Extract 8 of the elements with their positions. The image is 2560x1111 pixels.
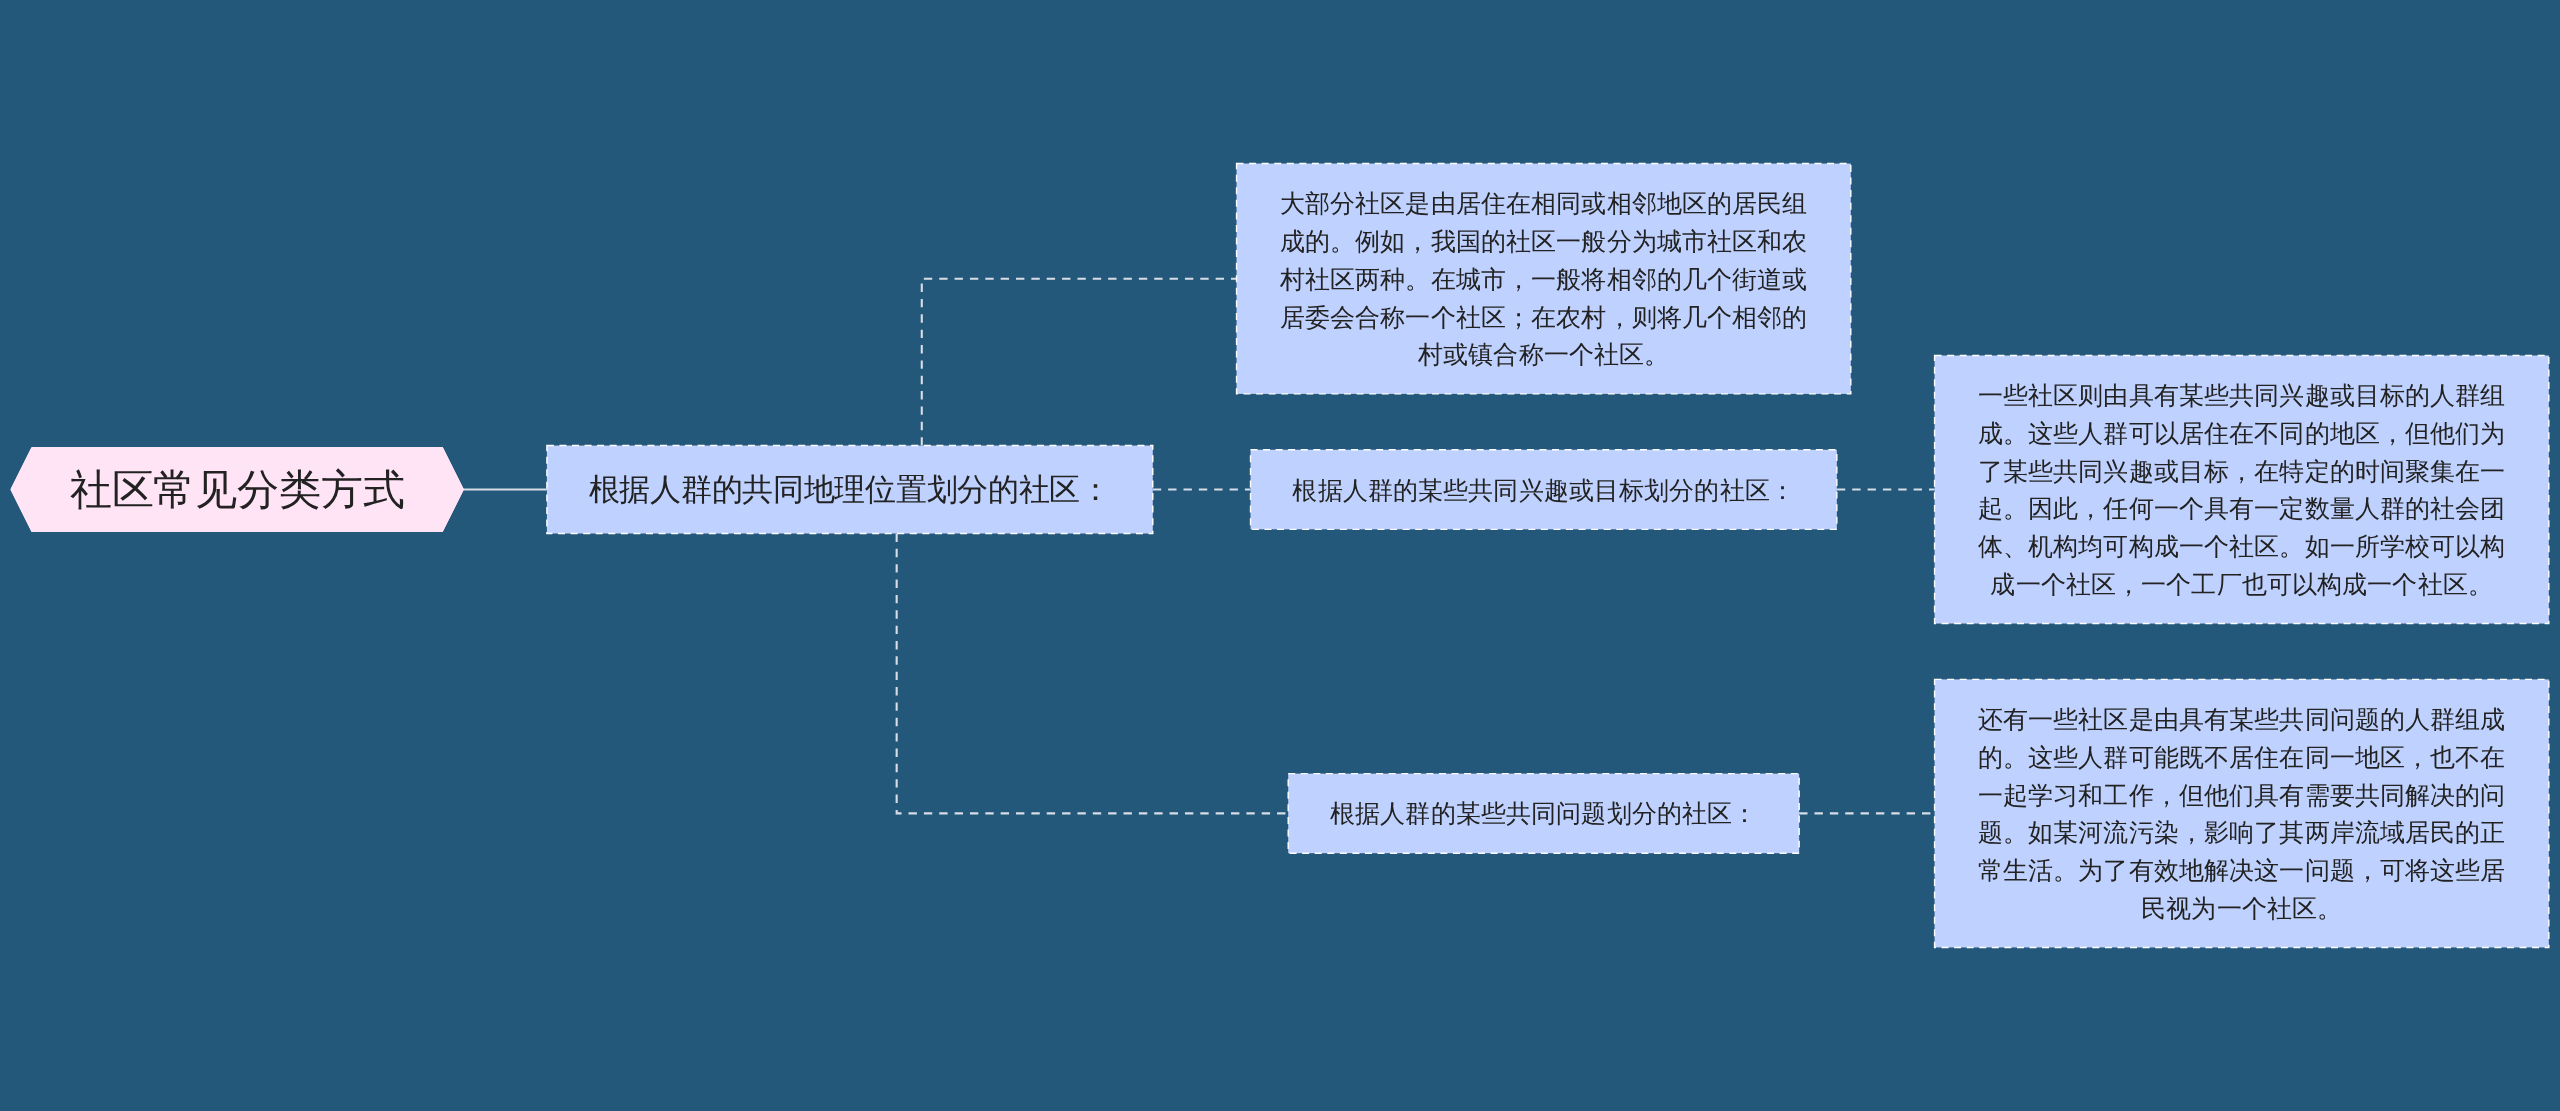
node-box: 一些社区则由具有某些共同兴趣或目标的人群组成。这些人群可以居住在不同的地区，但他们为了某些共同兴趣或目标，在特定的时间聚集在一起。因此，任何一个具有一定数量人群的社会团体、机构均可构成一个社区。如一所学校可以构成一个社区，一个工厂也可以构成一个社区。 — [1933, 354, 2550, 625]
node-box: 根据人群的某些共同兴趣或目标划分的社区： — [1249, 449, 1838, 531]
node-box: 根据人群的某些共同问题划分的社区： — [1287, 772, 1800, 854]
connector — [462, 488, 547, 492]
node-box: 根据人群的共同地理位置划分的社区： — [546, 444, 1154, 535]
node-box: 还有一些社区是由具有某些共同问题的人群组成的。这些人群可能既不居住在同一地区，也不在一起学习和工作，但他们具有需要共同解决的问题。如某河流污染，影响了其两岸流域居民的正常生活。为了有效地解决这一问题，可将这些居民视为一个社区。 — [1933, 678, 2550, 949]
node-box: 大部分社区是由居住在相同或相邻地区的居民组成的。例如，我国的社区一般分为城市社区和农村社区两种。在城市，一般将相邻的几个街道或居委会合称一个社区；在农村，则将几个相邻的村或镇合称一个社区。 — [1235, 162, 1852, 395]
connector — [920, 277, 1237, 446]
